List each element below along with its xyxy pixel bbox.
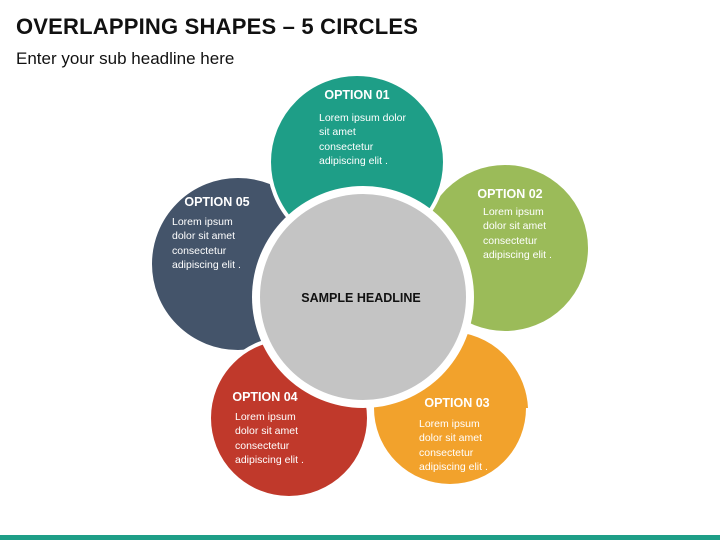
option-5-text: Lorem ipsum dolor sit amet consectetur a… — [172, 216, 241, 271]
option-5-line: adipiscing elit . — [172, 259, 241, 271]
option-1-line: Lorem ipsum dolor — [319, 112, 406, 124]
option-5-line: Lorem ipsum — [172, 216, 233, 228]
option-5-line: consectetur — [172, 245, 227, 257]
option-2-title: OPTION 02 — [477, 187, 542, 201]
option-1-line: adipiscing elit . — [319, 155, 388, 167]
option-2-line: dolor sit amet — [483, 220, 546, 232]
footer-accent-bar — [0, 535, 720, 540]
option-1-text: Lorem ipsum dolor sit amet consectetur a… — [319, 112, 409, 167]
option-3-line: Lorem ipsum — [419, 418, 480, 430]
option-1-line: sit amet — [319, 126, 356, 138]
option-5-title: OPTION 05 — [184, 195, 249, 209]
option-2-line: Lorem ipsum — [483, 206, 544, 218]
page-title: OVERLAPPING SHAPES – 5 CIRCLES — [16, 14, 419, 39]
option-4-title: OPTION 04 — [232, 390, 297, 404]
center-headline: SAMPLE HEADLINE — [301, 291, 420, 305]
option-4-text: Lorem ipsum dolor sit amet consectetur a… — [235, 411, 304, 466]
option-1-line: consectetur — [319, 141, 374, 153]
option-4-line: adipiscing elit . — [235, 454, 304, 466]
option-3-line: consectetur — [419, 447, 474, 459]
option-2-line: adipiscing elit . — [483, 249, 552, 261]
option-4-line: consectetur — [235, 440, 290, 452]
option-2-line: consectetur — [483, 235, 538, 247]
page-subtitle: Enter your sub headline here — [16, 49, 235, 68]
option-2-text: Lorem ipsum dolor sit amet consectetur a… — [483, 206, 552, 261]
option-3-title: OPTION 03 — [424, 396, 489, 410]
option-3-line: adipiscing elit . — [419, 461, 488, 473]
option-4-line: Lorem ipsum — [235, 411, 296, 423]
option-3-line: dolor sit amet — [419, 432, 482, 444]
center-circle — [260, 194, 466, 400]
option-5-line: dolor sit amet — [172, 230, 235, 242]
option-3-overlap-patch — [470, 336, 528, 408]
option-3-text: Lorem ipsum dolor sit amet consectetur a… — [419, 418, 488, 473]
option-4-line: dolor sit amet — [235, 425, 298, 437]
option-1-title: OPTION 01 — [324, 88, 389, 102]
